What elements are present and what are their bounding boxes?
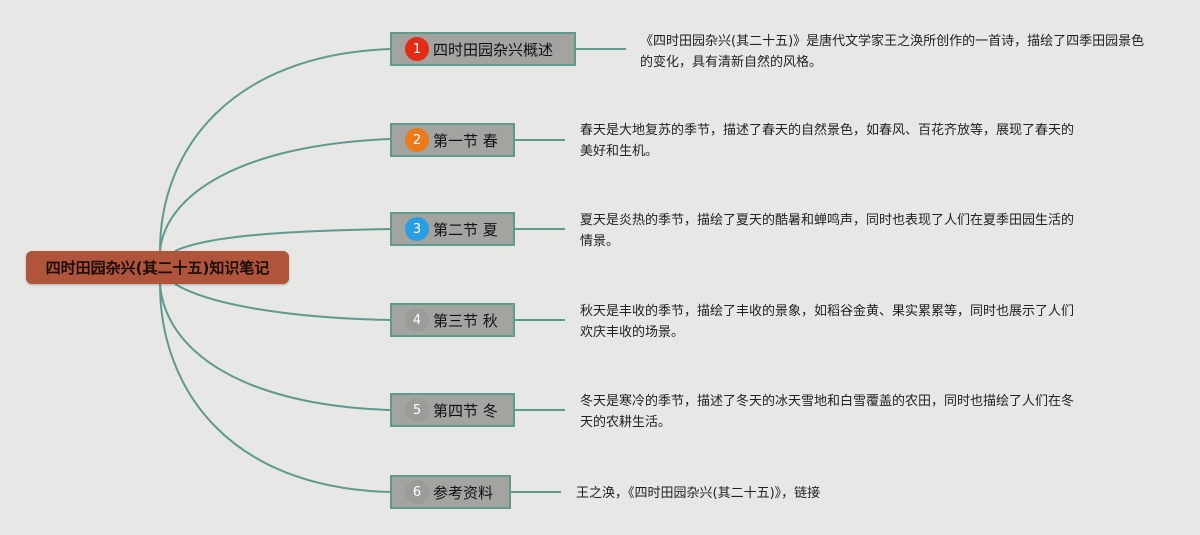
branch-label: 第四节 冬 [433,401,498,420]
number-badge-6-icon: 6 [405,480,429,504]
branch-node-autumn[interactable]: 4 第三节 秋 [390,303,515,337]
branch-description-overview: 《四时田园杂兴(其二十五)》是唐代文学家王之涣所创作的一首诗，描绘了四季田园景色… [640,34,1145,70]
root-to-branch-2-connector [159,138,391,252]
branch-description-references: 王之涣，《四时田园杂兴(其二十五)》，链接 [576,486,821,501]
branch-label: 四时田园杂兴概述 [433,40,554,59]
root-topic-node[interactable]: 四时田园杂兴(其二十五)知识笔记 [26,251,289,284]
branch-label: 参考资料 [433,483,494,502]
branch-node-summer[interactable]: 3 第二节 夏 [390,212,515,246]
branch-node-winter[interactable]: 5 第四节 冬 [390,393,515,427]
root-topic-title: 四时田园杂兴(其二十五)知识笔记 [45,259,270,277]
root-to-branch-5-connector [159,283,391,411]
branch-description-autumn: 秋天是丰收的季节，描绘了丰收的景象，如稻谷金黄、果实累累等，同时也展示了人们欢庆… [580,304,1075,340]
number-badge-5-icon: 5 [405,398,429,422]
branch-description-spring: 春天是大地复苏的季节，描述了春天的自然景色，如春风、百花齐放等，展现了春天的美好… [580,123,1075,159]
root-to-branch-6-connector [159,283,391,493]
number-badge-3-icon: 3 [405,217,429,241]
branch-label: 第二节 夏 [433,220,498,239]
branch-label: 第三节 秋 [433,311,498,330]
root-to-branch-3-connector [174,228,391,252]
branch-node-spring[interactable]: 2 第一节 春 [390,123,515,157]
branch-node-overview[interactable]: 1 四时田园杂兴概述 [390,32,576,66]
root-to-branch-4-connector [174,283,391,321]
branch-label: 第一节 春 [433,131,498,150]
number-badge-2-icon: 2 [405,128,429,152]
number-badge-4-icon: 4 [405,308,429,332]
branch-description-summer: 夏天是炎热的季节，描绘了夏天的酷暑和蝉鸣声，同时也表现了人们在夏季田园生活的情景… [580,213,1075,249]
root-to-branch-1-connector [159,48,391,252]
branch-node-references[interactable]: 6 参考资料 [390,475,511,509]
number-badge-1-icon: 1 [405,37,429,61]
branch-description-winter: 冬天是寒冷的季节，描述了冬天的冰天雪地和白雪覆盖的农田，同时也描绘了人们在冬天的… [580,394,1075,430]
